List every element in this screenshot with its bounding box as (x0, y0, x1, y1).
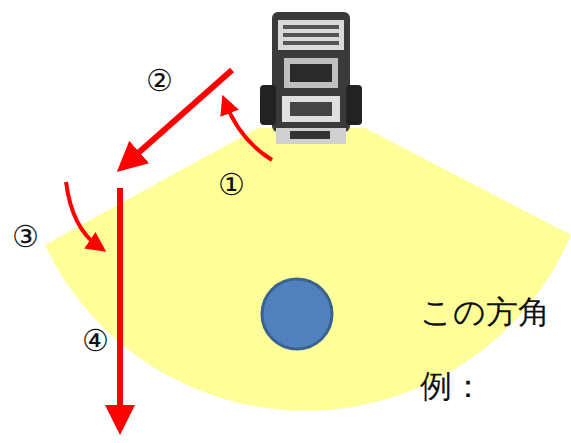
robot (260, 12, 362, 144)
note-text: この方角 (420, 296, 550, 328)
callout-number: ① (218, 170, 245, 200)
callout-number: ④ (82, 326, 109, 356)
turn-arrow (66, 182, 98, 246)
sensor-range (45, 128, 571, 411)
move-arrow (117, 188, 123, 420)
move-arrow (128, 70, 232, 162)
object-circle (262, 279, 332, 349)
callout-number: ② (146, 66, 173, 96)
turn-arrow (226, 104, 272, 160)
note-text: 例： (420, 370, 484, 402)
callout-number: ③ (12, 222, 39, 252)
